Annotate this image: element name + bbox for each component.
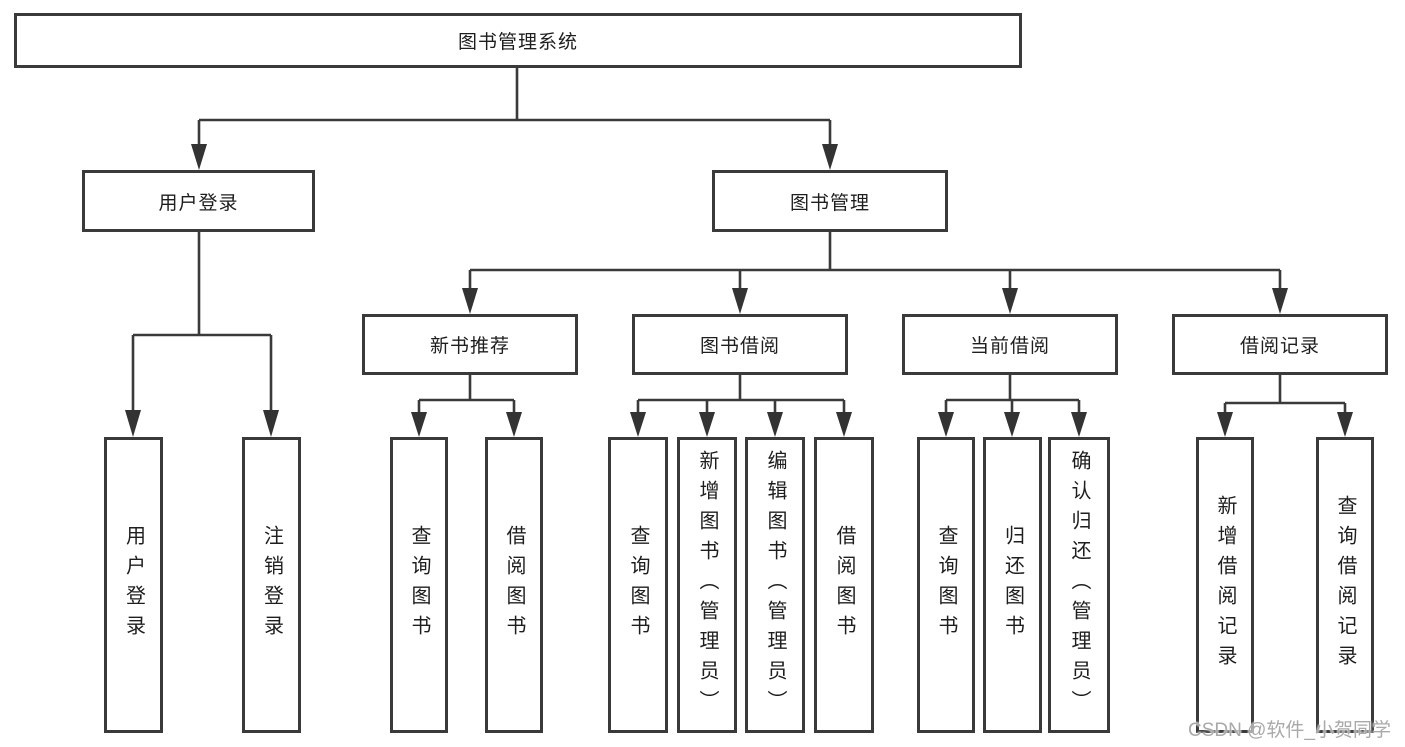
node-nbr-borrow-books: 借阅图书 (485, 437, 543, 733)
node-bb-query-books: 查询图书 (608, 437, 668, 733)
csdn-watermark: CSDN @软件_小贺同学 (1188, 720, 1391, 741)
node-logout: 注销登录 (242, 437, 301, 733)
node-bb-edit-books-admin: 编辑图书（管理员） (745, 437, 805, 733)
node-book-management: 图书管理 (712, 170, 948, 232)
node-book-borrowing: 图书借阅 (632, 314, 848, 375)
node-cb-confirm-return-admin: 确认归还（管理员） (1048, 437, 1110, 733)
node-nbr-query-books: 查询图书 (390, 437, 448, 733)
node-br-add-record: 新增借阅记录 (1196, 437, 1254, 733)
node-root: 图书管理系统 (14, 13, 1022, 68)
node-br-query-record: 查询借阅记录 (1316, 437, 1374, 733)
node-current-borrowing: 当前借阅 (902, 314, 1118, 375)
node-user-login-leaf: 用户登录 (104, 437, 163, 733)
node-bb-borrow-books: 借阅图书 (814, 437, 874, 733)
node-cb-query-books: 查询图书 (917, 437, 975, 733)
node-borrowing-records: 借阅记录 (1172, 314, 1388, 375)
node-bb-add-books-admin: 新增图书（管理员） (677, 437, 737, 733)
node-user-login: 用户登录 (82, 170, 315, 232)
node-cb-return-books: 归还图书 (983, 437, 1042, 733)
node-new-book-recommend: 新书推荐 (362, 314, 578, 375)
